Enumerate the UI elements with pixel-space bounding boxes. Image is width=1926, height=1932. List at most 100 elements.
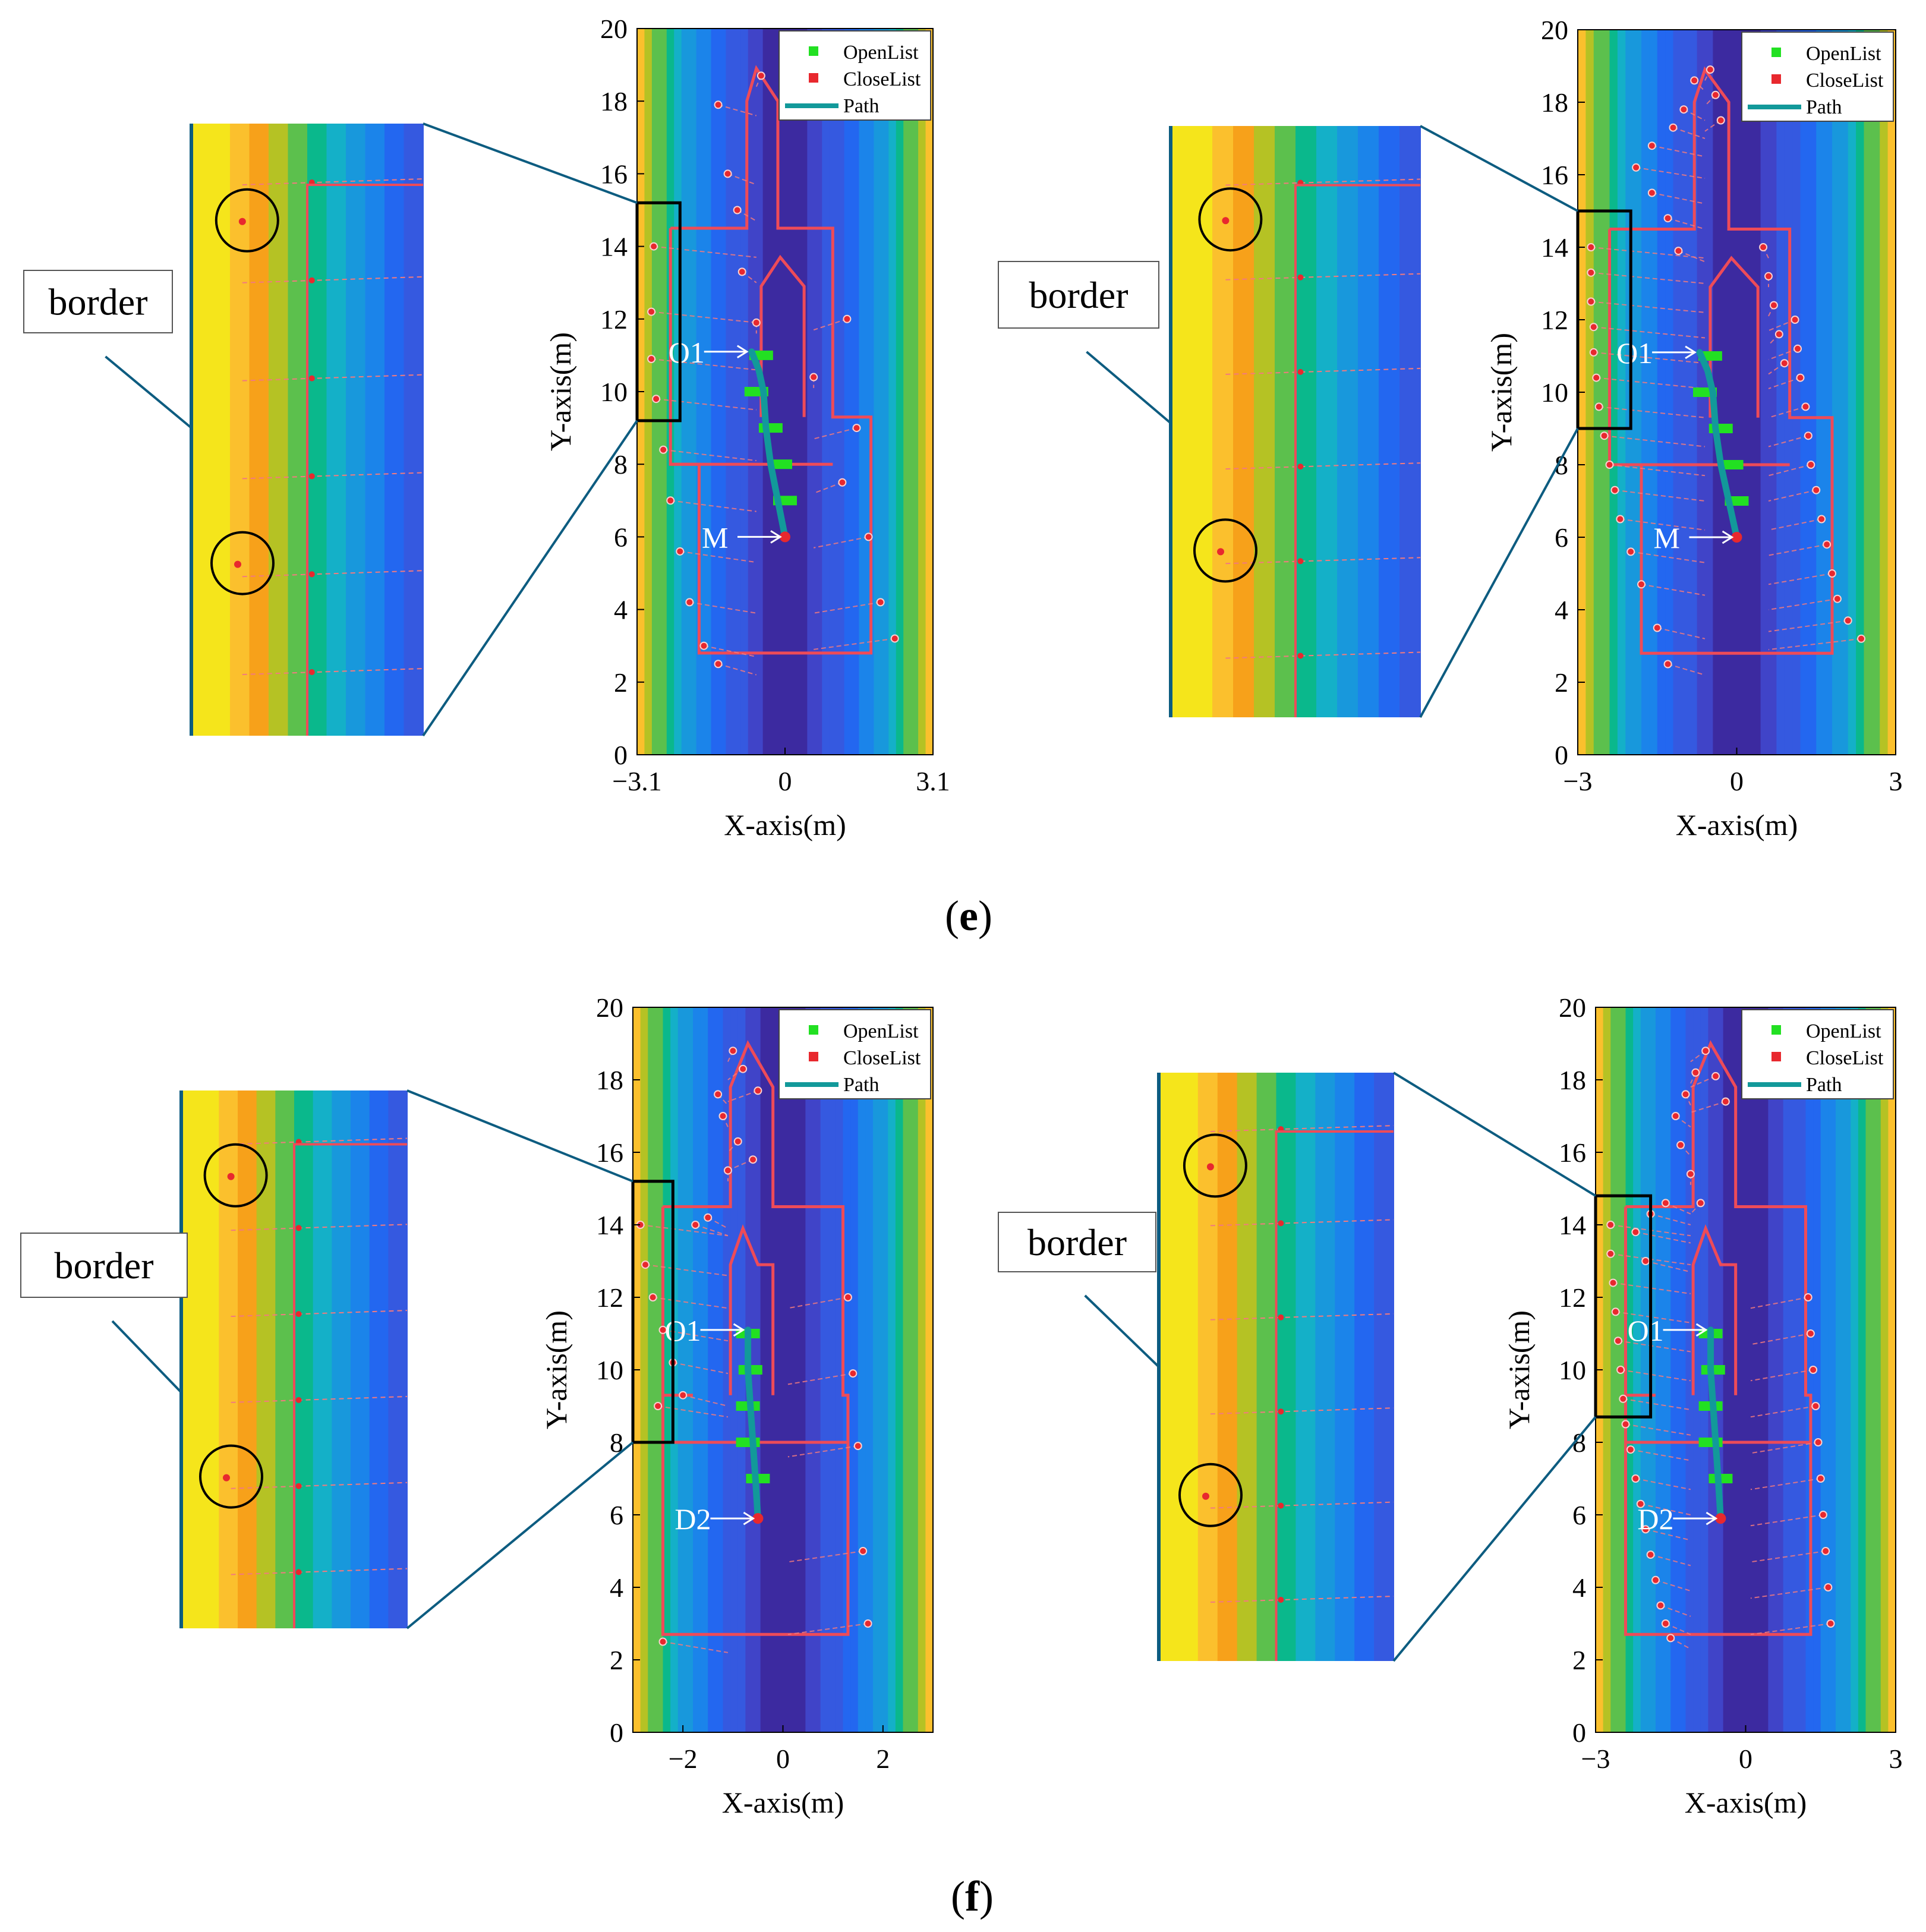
field-band	[807, 29, 815, 755]
closelist-point	[1647, 141, 1656, 150]
inset-band	[1254, 126, 1275, 717]
search-line	[652, 1297, 729, 1309]
search-line	[1750, 1587, 1829, 1599]
closelist-point	[1857, 634, 1866, 643]
closelist-point	[1616, 515, 1625, 524]
closelist-point	[1587, 268, 1596, 277]
inset-search-line	[242, 570, 424, 578]
closelist-point	[843, 314, 852, 323]
y-tick-label: 10	[1559, 1355, 1586, 1385]
field-band	[1865, 1007, 1874, 1732]
legend-swatch	[809, 1025, 818, 1035]
start-point	[1731, 532, 1742, 543]
search-line	[663, 449, 756, 462]
annotation-label: D2	[1637, 1502, 1673, 1536]
inset-band	[219, 1091, 238, 1628]
border-label-box	[20, 1233, 188, 1298]
field-band	[723, 1007, 731, 1732]
closelist-point	[1690, 76, 1699, 85]
field-band	[1880, 1007, 1889, 1732]
inset-search-line	[1210, 1313, 1394, 1320]
legend-box	[1741, 31, 1894, 122]
search-line	[814, 601, 881, 614]
closelist-point	[864, 532, 873, 541]
search-line	[1690, 1075, 1716, 1088]
closelist-point	[1818, 1511, 1827, 1519]
inset-connector	[1392, 1071, 1597, 1197]
inset-closelist-point	[1278, 1502, 1284, 1509]
y-tick-label: 0	[1572, 1717, 1586, 1748]
closelist-point	[1636, 1499, 1645, 1508]
search-line	[1593, 351, 1706, 364]
search-line	[670, 500, 756, 512]
inset-band	[326, 124, 346, 736]
inset-closelist-point	[1278, 1220, 1284, 1227]
obstacle-outline	[1608, 66, 1834, 655]
inset-closelist-point	[308, 473, 315, 480]
inset-band	[1399, 126, 1421, 717]
field-band	[1792, 30, 1801, 755]
closelist-point	[1587, 243, 1596, 251]
start-point	[752, 1513, 764, 1524]
search-line	[1667, 663, 1706, 676]
search-line	[1641, 584, 1706, 596]
closelist-point	[641, 1260, 650, 1269]
closelist-point	[1804, 1293, 1812, 1301]
annotation-arrowhead	[1695, 1323, 1708, 1337]
closelist-point	[1774, 330, 1783, 339]
closelist-point	[733, 206, 742, 215]
field-band	[895, 1007, 904, 1732]
search-line	[718, 104, 757, 116]
field-band	[1673, 30, 1682, 755]
inset-closelist-point	[295, 1225, 302, 1231]
closelist-point	[1801, 402, 1810, 411]
zoom-inset-e-left: border	[23, 122, 638, 737]
inset-obstacle	[306, 184, 423, 736]
inset-closelist-point	[234, 560, 241, 568]
field-band	[1633, 30, 1642, 755]
zoom-region	[1594, 1194, 1653, 1419]
y-tick-label: 20	[596, 992, 623, 1023]
search-line	[1591, 247, 1706, 259]
annotation-label: D2	[674, 1502, 711, 1536]
inset-closelist-point	[1278, 1314, 1284, 1320]
closelist-point	[859, 1547, 868, 1555]
inset-band	[351, 1091, 370, 1628]
field-band	[880, 1007, 889, 1732]
y-tick-label: 12	[600, 304, 628, 335]
field-band	[1783, 1007, 1792, 1732]
inset-closelist-point	[295, 1311, 302, 1318]
legend-entry: CloseList	[843, 68, 921, 90]
y-tick-label: 6	[1572, 1500, 1586, 1530]
closelist-point	[1721, 1097, 1730, 1106]
search-line	[673, 1361, 729, 1375]
closelist-point	[1653, 623, 1662, 632]
path-line	[1707, 1326, 1724, 1522]
inset-band	[332, 1091, 351, 1628]
closelist-point	[718, 1112, 727, 1120]
inset-highlight-circle	[1193, 518, 1257, 583]
y-axis-label: Y-axis(m)	[544, 332, 577, 451]
closelist-point	[699, 641, 708, 650]
closelist-point	[1679, 105, 1688, 114]
search-line	[651, 311, 756, 323]
y-tick-label: 0	[614, 740, 628, 770]
field-band	[783, 1007, 791, 1732]
x-tick-label: −2	[669, 1744, 698, 1774]
inset-band	[181, 1091, 201, 1628]
closelist-point	[1686, 1170, 1695, 1178]
field-band	[1887, 30, 1896, 755]
closelist-point	[1589, 348, 1598, 357]
field-band	[730, 1007, 739, 1732]
closelist-point	[1828, 569, 1836, 578]
y-tick-label: 8	[614, 449, 628, 480]
field-band	[903, 29, 912, 755]
search-line	[1750, 1514, 1824, 1527]
closelist-point	[1711, 90, 1720, 99]
border-label: border	[1027, 1221, 1127, 1263]
search-line	[657, 1405, 729, 1418]
inset-search-line	[231, 1310, 408, 1318]
inset-band	[1335, 1073, 1356, 1661]
